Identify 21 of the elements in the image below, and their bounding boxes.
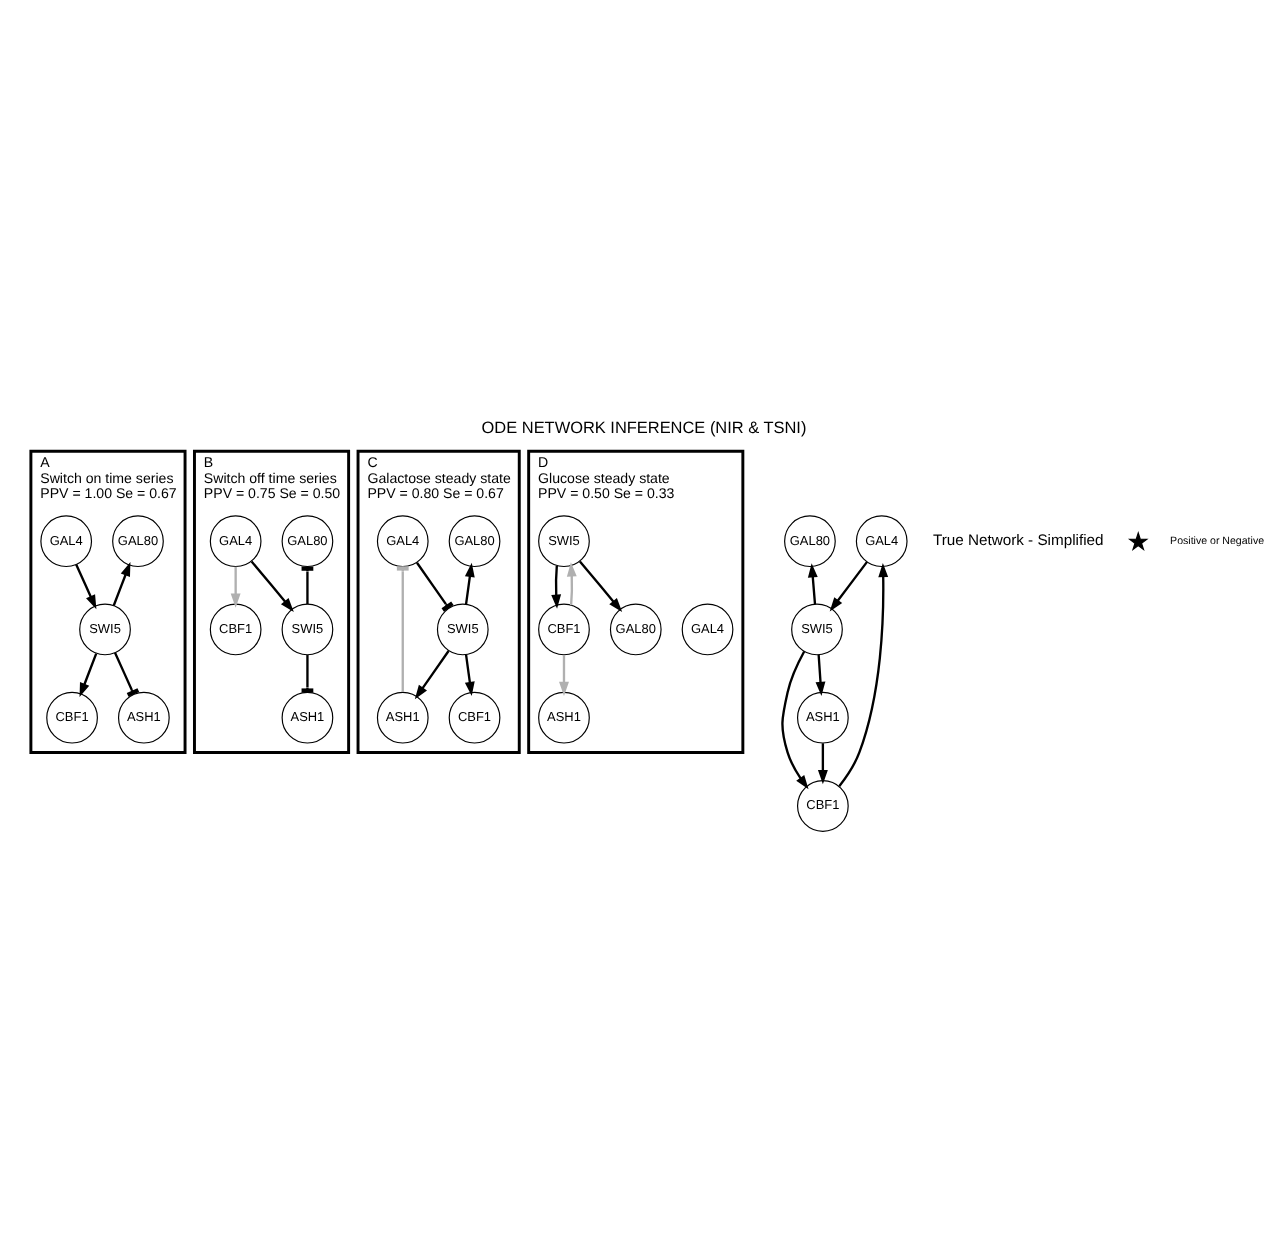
arrow — [781, 650, 809, 790]
connector — [301, 655, 314, 693]
arrow — [829, 561, 868, 612]
arrow — [815, 654, 826, 696]
arrow — [464, 654, 475, 696]
arrow — [464, 562, 475, 605]
arrow — [75, 564, 97, 610]
connector — [113, 652, 140, 697]
arrow — [112, 562, 131, 606]
arrow — [579, 560, 623, 612]
arrow — [817, 743, 828, 785]
arrow — [79, 653, 98, 698]
arrow — [559, 655, 569, 696]
arrow — [551, 565, 562, 609]
arrow — [250, 560, 294, 612]
arrow — [807, 563, 818, 605]
arrow — [230, 566, 241, 608]
arrow — [838, 563, 889, 787]
arrow — [566, 562, 577, 606]
connector — [416, 562, 454, 612]
arrow — [414, 650, 450, 700]
